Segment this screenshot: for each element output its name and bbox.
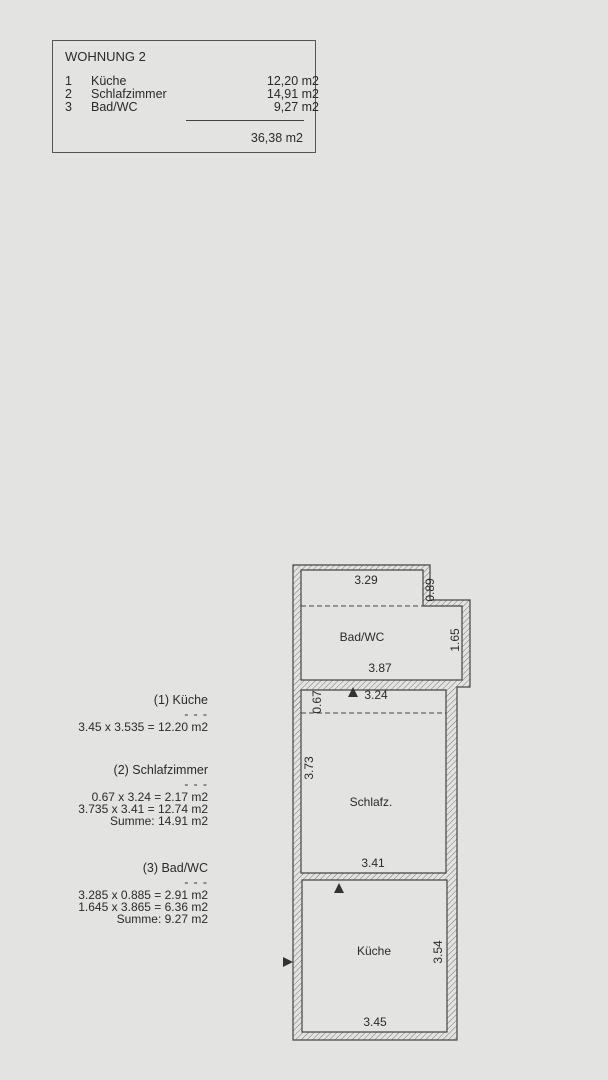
calc-line: Summe: 9.27 m2 (116, 912, 208, 926)
summary-row: 2 Schlafzimmer 14,91 m2 (65, 87, 319, 101)
calc-line: 0.67 x 3.24 = 2.17 m2 (91, 790, 208, 804)
sum-divider (186, 120, 304, 121)
calc-line: 3.45 x 3.535 = 12.20 m2 (78, 720, 208, 734)
summary-row: 1 Küche 12,20 m2 (65, 74, 319, 88)
entrance-arrow-icon (283, 957, 293, 967)
calc-heading: (2) Schlafzimmer (113, 763, 208, 777)
calc-separator: - - - (184, 707, 208, 721)
room-schlafz (300, 689, 447, 874)
wall-niche (293, 690, 301, 712)
calc-line: 3.285 x 0.885 = 2.91 m2 (78, 888, 208, 902)
calc-separator: - - - (184, 777, 208, 791)
calc-line: Summe: 14.91 m2 (109, 814, 208, 828)
calc-bad: (3) Bad/WC - - - 3.285 x 0.885 = 2.91 m2… (78, 862, 208, 925)
room-area: 14,91 m2 (266, 87, 319, 101)
calc-heading: (3) Bad/WC (142, 861, 208, 875)
calc-separator: - - - (184, 875, 208, 889)
room-name: Schlafzimmer (91, 87, 167, 101)
area-summary-box: WOHNUNG 2 1 Küche 12,20 m2 2 Schlafzimme… (52, 40, 319, 153)
dimension: 0.67 (310, 690, 324, 714)
calc-line: 3.735 x 3.41 = 12.74 m2 (78, 802, 208, 816)
dimension: 3.54 (431, 940, 445, 964)
dimension: 0.89 (423, 578, 437, 602)
dimension: 3.87 (368, 661, 392, 675)
calc-line: 1.645 x 3.865 = 6.36 m2 (78, 900, 208, 914)
room-label: Küche (357, 944, 391, 958)
apartment-title: WOHNUNG 2 (65, 49, 146, 64)
room-area: 12,20 m2 (266, 74, 319, 88)
dimension: 3.24 (364, 688, 388, 702)
dimension: 3.41 (361, 856, 385, 870)
room-number: 1 (65, 74, 72, 88)
dimension: 3.45 (363, 1015, 387, 1029)
summary-row: 3 Bad/WC 9,27 m2 (65, 100, 319, 114)
dimension: 1.65 (448, 628, 462, 652)
door-arrow-icon (348, 687, 358, 697)
room-name: Bad/WC (91, 100, 138, 114)
dimension: 3.73 (302, 756, 316, 780)
room-area: 9,27 m2 (273, 100, 319, 114)
calc-heading: (1) Küche (153, 693, 208, 707)
room-number: 2 (65, 87, 72, 101)
room-label: Schlafz. (350, 795, 393, 809)
calc-schlafzimmer: (2) Schlafzimmer - - - 0.67 x 3.24 = 2.1… (78, 764, 208, 827)
room-number: 3 (65, 100, 72, 114)
room-kueche (301, 879, 448, 1033)
room-label: Bad/WC (340, 630, 385, 644)
room-name: Küche (91, 74, 127, 88)
door-arrow-icon (334, 883, 344, 893)
total-area: 36,38 m2 (250, 131, 303, 145)
room-bad (300, 569, 463, 681)
dimension: 3.29 (354, 573, 378, 587)
calc-kueche: (1) Küche - - - 3.45 x 3.535 = 12.20 m2 (78, 694, 208, 733)
